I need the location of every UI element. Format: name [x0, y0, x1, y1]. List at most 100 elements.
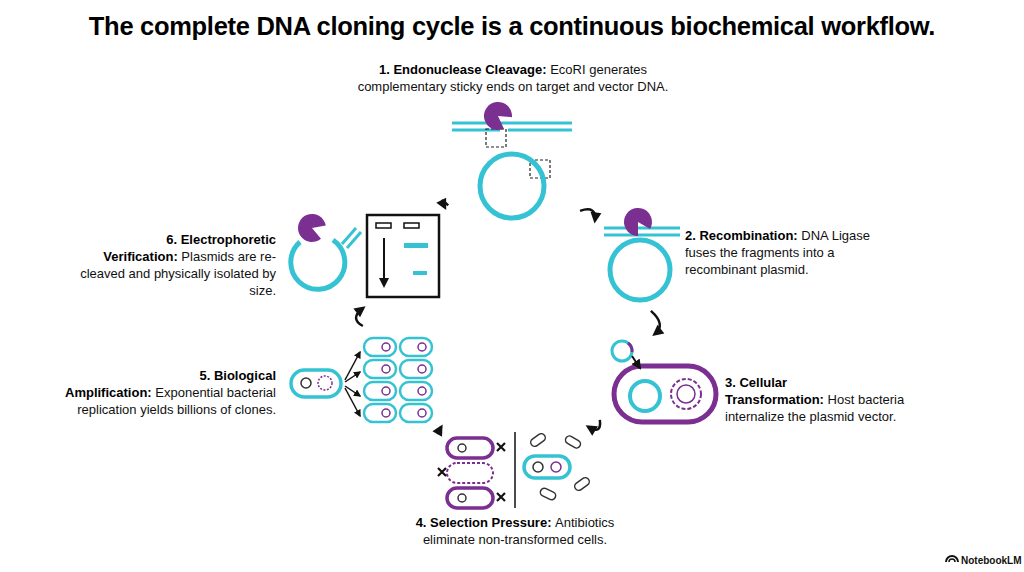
amplification-illustration-part-part [364, 338, 396, 356]
diagram-title: The complete DNA cloning cycle is a cont… [0, 12, 1024, 41]
selection-illustration-part [458, 444, 466, 452]
transformation-illustration-part [630, 381, 660, 411]
selection-illustration-part [524, 456, 570, 478]
step-node: 4. Selection Pressure:Antibiotics elimin… [437, 430, 592, 512]
arrow-head [353, 306, 365, 317]
amplification-illustration-part-part [382, 365, 390, 373]
step-heading: 3. Cellular Transformation: [725, 375, 824, 407]
cleavage-illustration-part [480, 154, 544, 218]
transformation-illustration-part [614, 366, 716, 422]
step-caption: 3. Cellular Transformation:Host bacteria… [725, 375, 915, 426]
transformation-illustration-part [632, 356, 640, 368]
cycle-arrow-line [442, 201, 448, 208]
transformation-illustration-part [612, 341, 632, 361]
selection-illustration-part [539, 487, 557, 501]
amplification-illustration-part-part [418, 343, 426, 351]
cycle-arrow-line [580, 209, 595, 220]
amplification-illustration-part [345, 388, 360, 416]
amplification-illustration-part-part [418, 409, 426, 417]
watermark-logo [946, 556, 958, 562]
step-node: 3. Cellular Transformation:Host bacteria… [605, 340, 720, 425]
amplification-illustration-part-part [364, 404, 396, 422]
ligation-illustration-part [604, 227, 680, 230]
cycle-arrow-line [356, 308, 363, 326]
amplification-illustration-part [382, 343, 426, 417]
amplification-illustration-part [301, 378, 311, 388]
selection-illustration-part [533, 462, 543, 472]
amplification-illustration-part-part [382, 343, 390, 351]
arrow-head [432, 424, 442, 436]
step-caption: 4. Selection Pressure:Antibiotics elimin… [390, 515, 640, 549]
amplification-illustration-part-part [400, 360, 432, 378]
verification-illustration-part [413, 271, 427, 275]
ligation-illustration-part [619, 203, 656, 240]
amplification-illustration-part [364, 338, 432, 422]
cleavage-illustration-part [508, 129, 572, 132]
selection-illustration-part [438, 468, 446, 476]
step-node: 6. Electrophoretic Verification:Plasmids… [285, 208, 443, 302]
watermark-logo-part [946, 556, 958, 562]
selection-illustration-part [458, 494, 466, 502]
cycle-arrow-line [438, 427, 441, 433]
selection-illustration-part [551, 462, 561, 472]
amplification-illustration-part [345, 352, 360, 380]
selection-illustration-part [497, 493, 505, 501]
selection-illustration-part [447, 488, 493, 508]
selection-illustration [438, 432, 591, 508]
step-caption: 6. Electrophoretic Verification:Plasmids… [61, 232, 276, 300]
cleavage-illustration-part [486, 129, 506, 147]
selection-illustration-part [529, 432, 547, 448]
ligation-illustration-part [610, 240, 670, 300]
verification-illustration-part [347, 232, 361, 248]
transformation-illustration-part [628, 343, 632, 352]
step-node: 5. Biological Amplification:Exponential … [288, 332, 436, 427]
step-caption: 1. Endonuclease Cleavage:EcoRI generates… [333, 62, 693, 96]
cycle-arrow [436, 198, 448, 210]
amplification-illustration-part-part [382, 387, 390, 395]
cycle-arrow-line [651, 311, 660, 334]
step-heading: 2. Recombination: [685, 228, 798, 243]
selection-illustration-part [497, 443, 505, 451]
amplification-illustration-part-part [364, 360, 396, 378]
transformation-illustration [612, 341, 716, 422]
selection-illustration-part [573, 476, 591, 492]
step-caption: 2. Recombination:DNA Ligase fuses the fr… [685, 228, 900, 279]
cycle-arrow [432, 424, 442, 436]
amplification-illustration-part-part [400, 404, 432, 422]
arrow-head [436, 198, 446, 210]
step-heading: 4. Selection Pressure: [416, 515, 552, 530]
cycle-arrow-line [588, 420, 600, 430]
arrow-head [652, 325, 664, 336]
verification-illustration-part [404, 223, 419, 228]
cleavage-illustration-part [452, 122, 572, 125]
verification-illustration-part [294, 210, 328, 245]
cycle-arrow [651, 311, 664, 336]
step-heading: 1. Endonuclease Cleavage: [379, 62, 547, 77]
verification-illustration-part [383, 238, 385, 286]
amplification-illustration-part-part [400, 382, 432, 400]
selection-illustration-part [564, 435, 582, 450]
verification-illustration-part [367, 215, 439, 297]
selection-illustration-part [514, 432, 516, 508]
amplification-illustration-part-part [418, 387, 426, 395]
step-node: 2. Recombination:DNA Ligase fuses the fr… [600, 195, 682, 305]
verification-illustration-part [404, 243, 428, 248]
cycle-arrow [586, 420, 600, 436]
amplification-illustration-part-part [382, 409, 390, 417]
selection-illustration-part [447, 438, 493, 458]
ligation-illustration-part [604, 234, 680, 237]
verification-illustration-part [376, 223, 391, 228]
cycle-arrow [580, 209, 601, 223]
watermark-logo-part [949, 559, 955, 562]
cleavage-illustration-part [478, 96, 515, 134]
amplification-illustration-part-part [364, 382, 396, 400]
watermark-label: NotebookLM [961, 555, 1022, 566]
amplification-illustration-part [291, 370, 341, 397]
selection-illustration-part [447, 463, 493, 483]
cycle-arrow [353, 306, 365, 326]
amplification-illustration-part-part [418, 365, 426, 373]
step-node: 1. Endonuclease Cleavage:EcoRI generates… [450, 110, 575, 225]
step-caption: 5. Biological Amplification:Exponential … [61, 368, 276, 419]
amplification-illustration-part [318, 376, 332, 390]
